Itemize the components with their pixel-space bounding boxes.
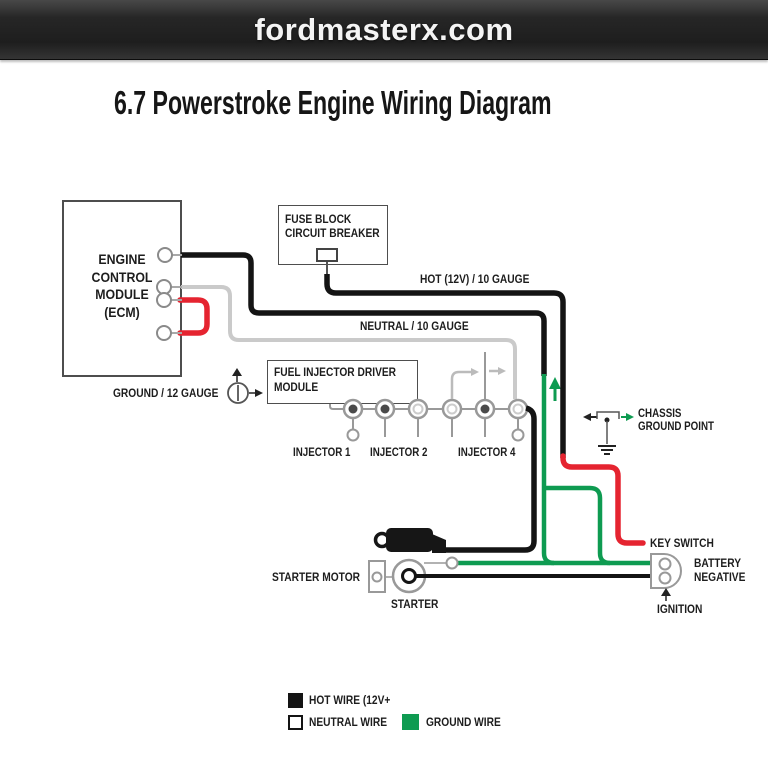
key-switch-label: KEY SWITCH	[650, 536, 714, 550]
injector-2-label: INJECTOR 2	[370, 447, 428, 459]
starter-symbol	[391, 558, 427, 594]
ignition-arrow-icon	[661, 588, 671, 601]
starter-motor-label: STARTER MOTOR	[272, 570, 361, 584]
ecm-red-loop-wire	[177, 297, 210, 336]
site-name: fordmasterx.com	[254, 11, 514, 47]
legend-ground-label: GROUND WIRE	[426, 715, 501, 729]
flow-direction-arrows-icon	[450, 367, 506, 399]
legend-ground-swatch	[402, 714, 419, 730]
key-switch-red-wire	[560, 453, 646, 546]
chassis-ground-label: CHASSIS GROUND POINT	[638, 408, 715, 433]
battery-terminal-upper	[658, 557, 672, 571]
ecm-ground-symbol-icon	[227, 368, 263, 404]
ground-wire-label: GROUND / 12 GAUGE	[113, 386, 219, 400]
ground-wire-main	[541, 374, 555, 566]
ground-wire-branch	[544, 485, 611, 566]
injector-rail-line	[329, 404, 527, 410]
injector-connector-centers	[348, 403, 524, 415]
legend-hot-swatch	[288, 693, 303, 708]
legend-hot-label: HOT WIRE (12V+	[309, 693, 391, 707]
neutral-wire-label: NEUTRAL / 10 GAUGE	[360, 319, 469, 333]
starter-motor-terminal	[371, 571, 383, 583]
legend-neutral-swatch	[288, 715, 303, 730]
fuse-block-label: FUSE BLOCK CIRCUIT BREAKER	[285, 212, 380, 240]
ground-flow-arrowhead-icon	[549, 377, 561, 389]
site-banner: fordmasterx.com	[0, 0, 768, 60]
ignition-label: IGNITION	[657, 602, 703, 616]
starter-hub	[401, 568, 417, 584]
starter-ground-terminal	[445, 556, 459, 570]
solenoid-black-wire	[444, 405, 537, 553]
ecm-label: ENGINE CONTROL MODULE (ECM)	[91, 251, 153, 320]
solenoid-terminal-icon	[432, 534, 446, 553]
chassis-ground-symbol-icon	[583, 411, 634, 455]
battery-terminal-lower	[658, 571, 672, 585]
hot-wire-label: HOT (12V) / 10 GAUGE	[420, 272, 530, 286]
page-title: 6.7 Powerstroke Engine Wiring Diagram	[114, 84, 552, 121]
legend-neutral-label: NEUTRAL WIRE	[309, 715, 388, 729]
injector-4-label: INJECTOR 4	[458, 447, 516, 459]
injector-1-label: INJECTOR 1	[293, 447, 351, 459]
starter-label: STARTER	[391, 597, 439, 611]
solenoid-ear-icon	[373, 531, 391, 549]
battery-connector-symbol	[650, 553, 682, 589]
fidm-label: FUEL INJECTOR DRIVER MODULE	[274, 365, 397, 394]
solenoid-body-icon	[386, 528, 433, 552]
starter-motor-symbol	[368, 560, 386, 593]
battery-negative-label: BATTERY NEGATIVE	[694, 556, 746, 584]
